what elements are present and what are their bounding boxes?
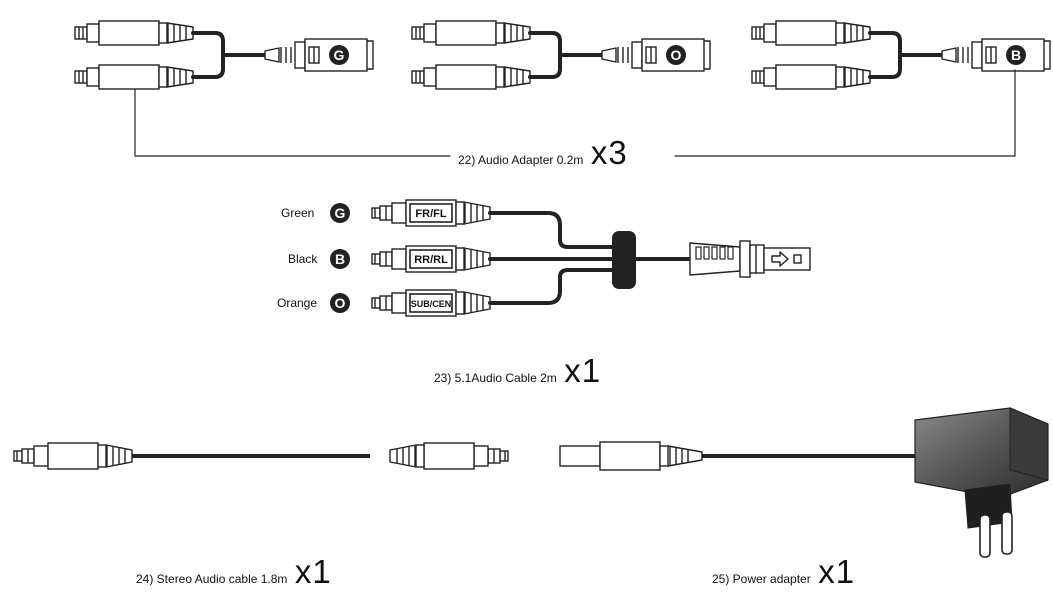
caption-audio-cable: 23) 5.1Audio Cable 2m x1 (434, 352, 601, 390)
adapter-side (1009, 407, 1049, 481)
channel-plug-black: B RR/RL (330, 245, 491, 273)
audio-adapter-3: B (751, 20, 1051, 90)
channel-letter-text: B (1011, 47, 1021, 63)
channel-letter-badge (1006, 45, 1026, 65)
rca-plug-bottom (74, 64, 194, 90)
channel-letter-badge (329, 45, 349, 65)
audio-adapter-1: G (74, 20, 374, 90)
channel-letter-text: G (334, 47, 345, 63)
channel-color-black: Black (288, 252, 318, 266)
bracket-line-right (674, 69, 1016, 157)
channel-plug-green: G FR/FL (330, 199, 491, 227)
channel-letter-badge (330, 203, 350, 223)
caption-power-adapter-quantity: x1 (818, 553, 856, 590)
bracket-line-left (134, 89, 451, 157)
channel-letter-text: O (671, 47, 682, 63)
caption-audio-cable-quantity: x1 (564, 352, 602, 389)
audio-adapter-2: O (411, 20, 711, 90)
plug-label-text: SUB/CEN (411, 299, 452, 309)
adapter-pin-left (979, 514, 991, 558)
stereo-jack (13, 442, 133, 470)
caption-audio-adapter: 22) Audio Adapter 0.2m x3 (458, 134, 628, 172)
rca-plug-bottom (751, 64, 871, 90)
caption-power-adapter-text: 25) Power adapter (712, 572, 811, 586)
stereo-plug-left (13, 442, 133, 470)
cable-branch-top (488, 211, 614, 249)
rca-plug-bottom (411, 64, 531, 90)
adapter-socket: G (264, 38, 374, 72)
stereo-cable-group (13, 442, 509, 470)
adapter-pins (979, 511, 1013, 558)
channel-letter-badge (666, 45, 686, 65)
stereo-plug-right (389, 442, 509, 470)
channel-jack: SUB/CEN (371, 289, 491, 317)
adapter-pin-right (1001, 511, 1013, 555)
plug-label-text: RR/RL (414, 254, 448, 266)
adapter-split-cable (191, 31, 225, 79)
usb-connector (689, 240, 811, 278)
channel-letter-text: O (335, 295, 346, 311)
adapter-split-cable (868, 31, 902, 79)
rca-plug-top (751, 20, 871, 46)
channel-plug-orange: O SUB/CEN (330, 289, 491, 317)
power-adapter-body (914, 407, 1049, 529)
stereo-jack (389, 442, 509, 470)
channel-color-green: Green (281, 206, 315, 220)
caption-audio-adapter-text: 22) Audio Adapter 0.2m (458, 153, 584, 167)
channel-letter-badge (330, 249, 350, 269)
cable-branch-bottom (488, 268, 614, 305)
power-plug (559, 441, 703, 471)
audio-cable-5-1-group: G FR/FL B RR/RL O SUB/CEN (330, 199, 811, 317)
caption-audio-cable-text: 23) 5.1Audio Cable 2m (434, 371, 557, 385)
rca-plug-top (411, 20, 531, 46)
adapter-socket: O (601, 38, 711, 72)
adapter-socket: B (941, 38, 1051, 72)
caption-stereo-cable: 24) Stereo Audio cable 1.8m x1 (136, 553, 332, 591)
rca-plug-top (74, 20, 194, 46)
channel-letter-text: G (335, 205, 346, 221)
channel-jack: FR/FL (371, 199, 491, 227)
plug-label-text: FR/FL (415, 208, 446, 220)
caption-audio-adapter-quantity: x3 (590, 134, 628, 171)
cable-splitter-block (612, 231, 636, 289)
adapter-split-cable (528, 31, 562, 79)
channel-letter-text: B (335, 251, 345, 267)
caption-stereo-cable-quantity: x1 (294, 553, 332, 590)
channel-letter-badge (330, 293, 350, 313)
channel-color-orange: Orange (277, 296, 318, 310)
caption-stereo-cable-text: 24) Stereo Audio cable 1.8m (136, 572, 288, 586)
power-adapter-group (559, 407, 1049, 558)
caption-power-adapter: 25) Power adapter x1 (712, 553, 855, 591)
channel-jack: RR/RL (371, 245, 491, 273)
